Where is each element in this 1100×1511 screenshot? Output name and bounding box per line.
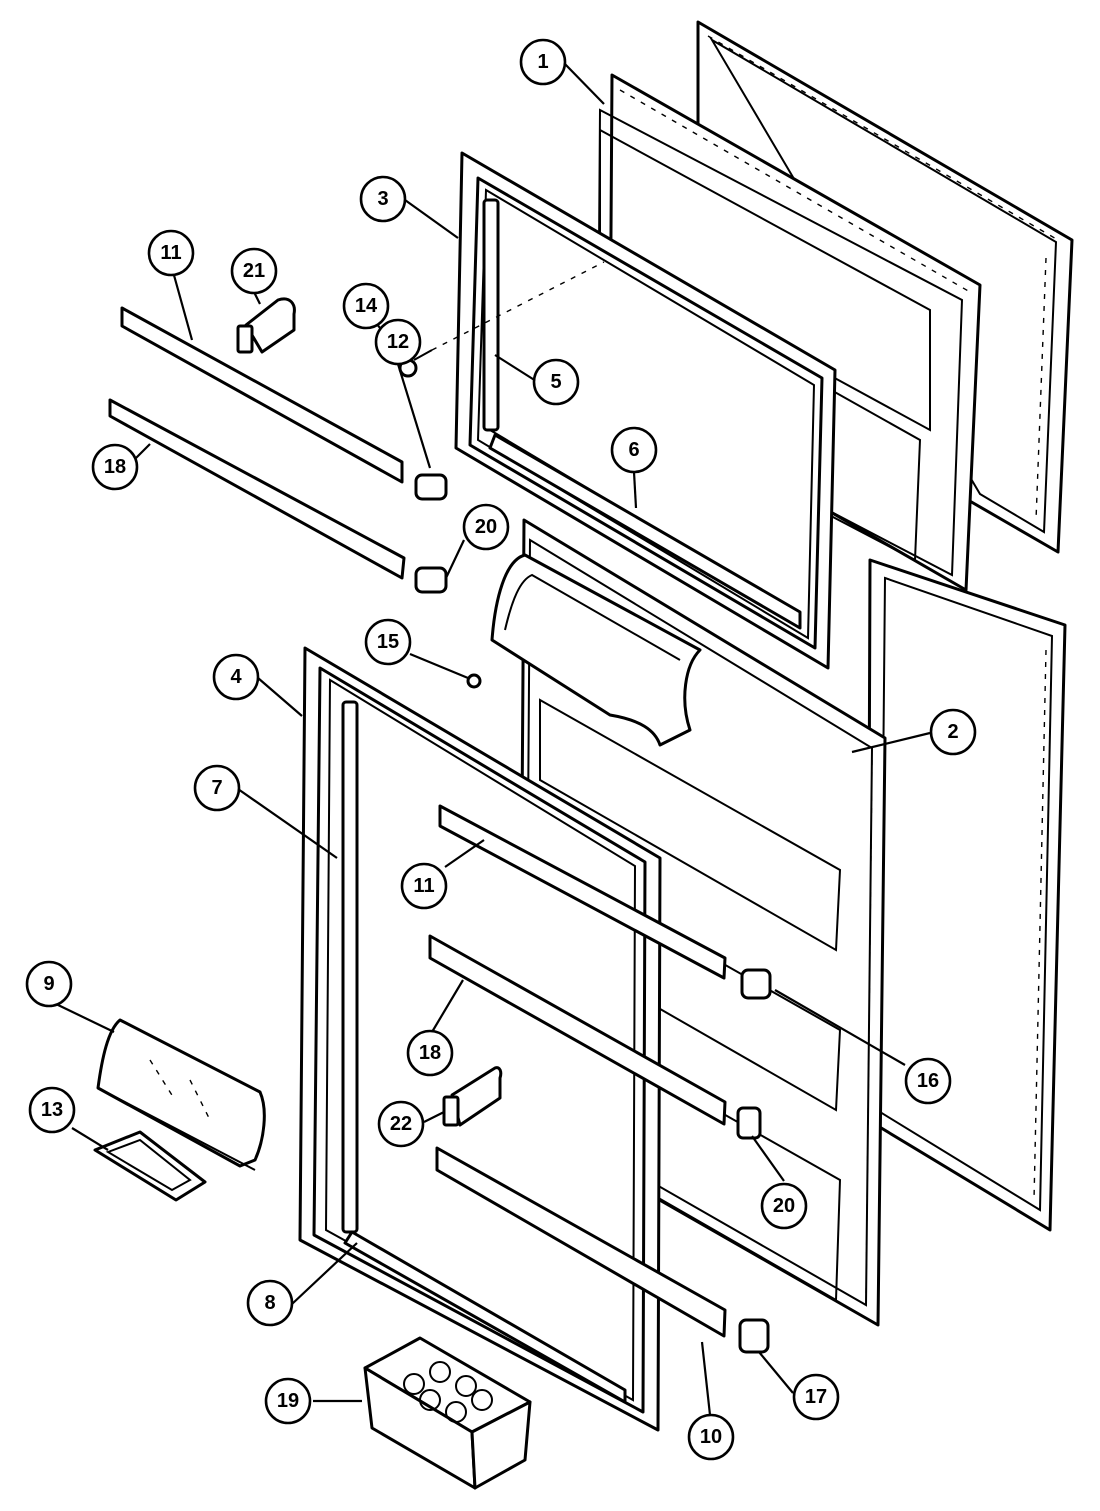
callout-16-label: 16 [917,1070,939,1092]
egg-tray-part-19 [363,1336,532,1490]
leader-2 [851,731,931,754]
callout-3: 3 [359,175,407,223]
callout-13-label: 13 [41,1099,63,1121]
leader-9 [55,1003,115,1033]
leader-12 [396,363,432,469]
leader-20a [445,539,465,579]
leader-15 [409,652,469,680]
leader-4 [257,677,303,717]
callout-4-label: 4 [230,666,242,688]
callout-17-label: 17 [805,1386,827,1408]
callout-5-label: 5 [550,371,561,393]
callout-10: 10 [687,1413,735,1461]
leader-16 [774,989,906,1066]
callout-20b: 20 [760,1182,808,1230]
bracket-part-22 [442,1066,503,1127]
end-cap-part-20-upper [414,566,448,594]
callout-1: 1 [519,38,567,86]
callout-21: 21 [230,247,278,295]
leader-17 [758,1351,794,1394]
callout-22-label: 22 [390,1113,412,1135]
fresh-shelf-bar-part-10 [435,1146,727,1338]
callout-20b-label: 20 [773,1195,795,1217]
freezer-bottom-strip-part-6 [488,433,802,630]
callout-2-label: 2 [947,721,958,743]
leader-8 [291,1242,358,1305]
callout-11a: 11 [147,229,195,277]
bracket-part-21 [236,297,296,354]
alignment-line [431,261,605,351]
leader-11b [444,839,485,868]
callout-9: 9 [25,960,73,1008]
callout-9-label: 9 [43,973,54,995]
callout-15-label: 15 [377,631,399,653]
callout-20a: 20 [462,503,510,551]
callout-11b-label: 11 [413,875,434,897]
leader-7 [237,788,338,859]
callout-12: 12 [374,318,422,366]
callout-6-label: 6 [628,439,639,461]
callout-15: 15 [364,618,412,666]
callout-18a: 18 [91,443,139,491]
callout-20a-label: 20 [475,516,497,538]
leader-10 [700,1341,712,1416]
butter-compartment-door-part-9 [96,1018,266,1171]
leader-20b [751,1135,785,1182]
callout-16: 16 [904,1057,952,1105]
fresh-food-outer-door-panel [866,558,1067,1232]
freezer-shelf-bar-part-11 [120,306,404,484]
callout-4: 4 [212,653,260,701]
leader-3 [404,199,459,239]
fresh-shelf-bar-part-11 [438,804,727,980]
leader-6 [632,471,638,509]
callout-2: 2 [929,708,977,756]
callout-14: 14 [342,282,390,330]
callout-5: 5 [532,358,580,406]
callout-1-label: 1 [537,51,548,73]
fresh-food-hinge-strip-part-7 [341,700,359,1234]
callout-8: 8 [246,1279,294,1327]
end-cap-part-16 [740,968,772,1000]
callout-8-label: 8 [264,1292,275,1314]
callout-12-label: 12 [387,331,409,353]
callout-18a-label: 18 [104,456,126,478]
callout-13: 13 [28,1086,76,1134]
dairy-compartment [490,553,702,747]
fresh-shelf-bar-part-18 [428,934,727,1126]
leader-22 [423,1111,445,1123]
callout-11b: 11 [400,862,448,910]
leader-5 [494,354,537,382]
end-cap-part-17 [738,1318,770,1354]
butter-tray-part-13 [93,1130,207,1202]
leader-13 [71,1127,109,1151]
callout-7-label: 7 [211,777,222,799]
leader-11a [170,267,194,341]
callout-11a-label: 11 [160,242,181,264]
callout-10-label: 10 [700,1426,722,1448]
leader-18a [135,443,151,459]
callout-17: 17 [792,1373,840,1421]
callout-14-label: 14 [355,295,378,317]
leader-1 [563,62,605,105]
callout-7: 7 [193,764,241,812]
callout-6: 6 [610,426,658,474]
callout-19: 19 [264,1377,312,1425]
pin-part-15 [466,673,482,689]
leader-18b [431,979,464,1033]
freezer-shelf-bar-part-18 [108,398,406,580]
end-cap-part-20-lower [736,1106,762,1140]
callout-18b: 18 [406,1029,454,1077]
callout-22: 22 [377,1100,425,1148]
callout-21-label: 21 [243,260,265,282]
callout-19-label: 19 [277,1390,299,1412]
bottom-gasket-strip-part-8 [343,1230,627,1404]
end-cap-part-12 [414,473,448,501]
freezer-hinge-strip-part-5 [482,198,500,432]
callout-18b-label: 18 [419,1042,441,1064]
callout-3-label: 3 [377,188,388,210]
